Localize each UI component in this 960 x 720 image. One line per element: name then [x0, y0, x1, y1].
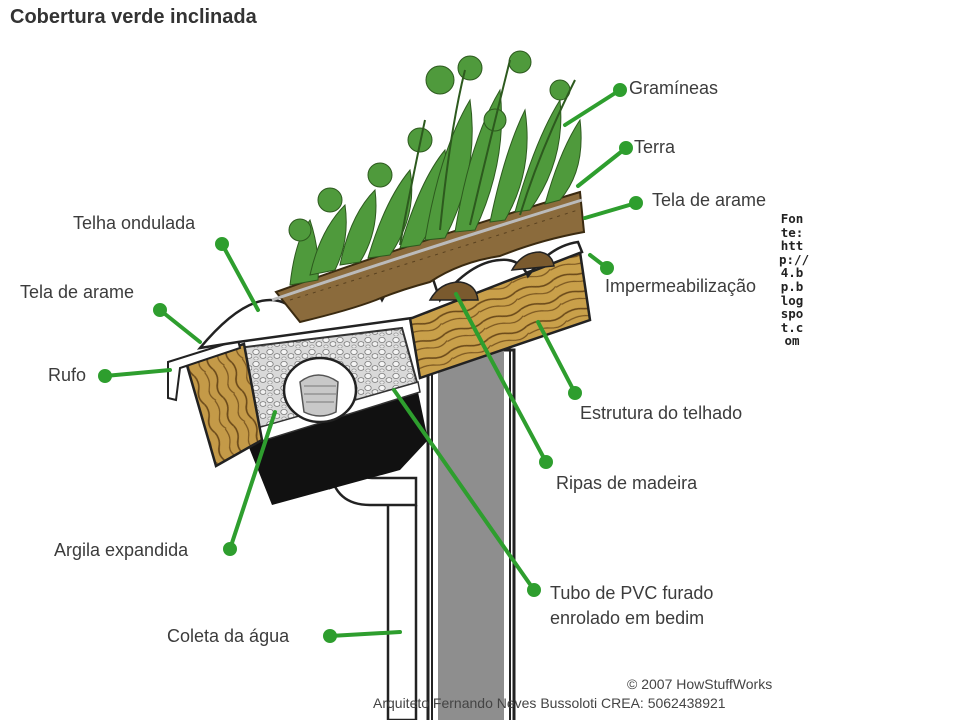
label-leaders	[98, 83, 643, 643]
label-tubo-pvc-line1: Tubo de PVC furado	[550, 583, 714, 603]
support-post	[426, 348, 516, 720]
wire-mesh-line	[271, 198, 583, 302]
copyright-credit: © 2007 HowStuffWorks	[627, 676, 773, 692]
label-tubo-pvc-line2: enrolado em bedim	[550, 608, 705, 628]
pvc-pipe-opening	[282, 356, 358, 424]
source-credit-vertical: Fonte: http://4.bp.blogspot.com	[779, 211, 810, 349]
label-rufo: Rufo	[48, 365, 87, 385]
diagram-title: Cobertura verde inclinada	[10, 6, 257, 28]
label-estrutura-telhado: Estrutura do telhado	[580, 403, 743, 423]
roof-underside-panel	[248, 392, 428, 505]
label-tela-arame-left: Tela de arame	[20, 282, 135, 302]
grass-plants	[288, 50, 582, 286]
label-terra: Terra	[634, 137, 676, 157]
label-tela-arame-right: Tela de arame	[652, 190, 767, 210]
label-coleta-agua: Coleta da água	[167, 626, 290, 646]
label-telha-ondulada: Telha ondulada	[73, 213, 196, 233]
label-gramineas: Gramíneas	[629, 78, 719, 98]
label-ripas-madeira: Ripas de madeira	[556, 473, 698, 493]
author-credit: Arquiteto Fernando Neves Bussoloti CREA:…	[373, 695, 726, 711]
label-impermeabilizacao: Impermeabilização	[605, 276, 757, 296]
label-argila-expandida: Argila expandida	[54, 540, 189, 560]
